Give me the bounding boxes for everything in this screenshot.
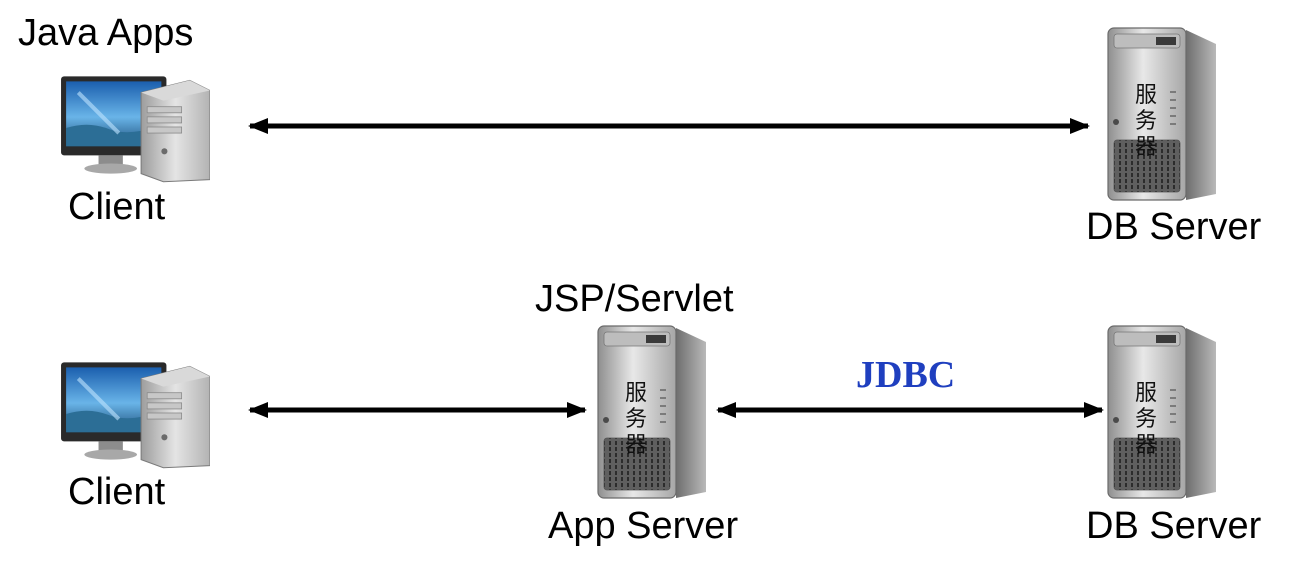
client-label: Client xyxy=(68,186,166,228)
jsp-servlet-caption: JSP/Servlet xyxy=(535,278,734,320)
app-server-icon: 服 务 器 xyxy=(596,320,706,500)
server-char-1: 服 xyxy=(625,381,647,406)
server-char-2: 务 xyxy=(625,407,647,432)
server-char-1: 服 xyxy=(1135,381,1157,406)
client-label-2: Client xyxy=(68,471,166,513)
java-apps-caption: Java Apps xyxy=(18,12,194,54)
server-char-3: 器 xyxy=(1135,433,1157,458)
jdbc-link-label: JDBC xyxy=(856,354,956,396)
server-char-3: 器 xyxy=(625,433,647,458)
server-char-2: 务 xyxy=(1135,109,1157,134)
db-server-icon-2: 服 务 器 xyxy=(1106,320,1216,500)
db-server-icon: 服 务 器 xyxy=(1106,22,1216,202)
server-char-2: 务 xyxy=(1135,407,1157,432)
db-server-label-2: DB Server xyxy=(1086,505,1262,547)
server-char-1: 服 xyxy=(1135,83,1157,108)
client-computer-icon-2 xyxy=(58,358,210,470)
db-server-label: DB Server xyxy=(1086,206,1262,248)
server-char-3: 器 xyxy=(1135,135,1157,160)
app-server-label: App Server xyxy=(548,505,739,547)
